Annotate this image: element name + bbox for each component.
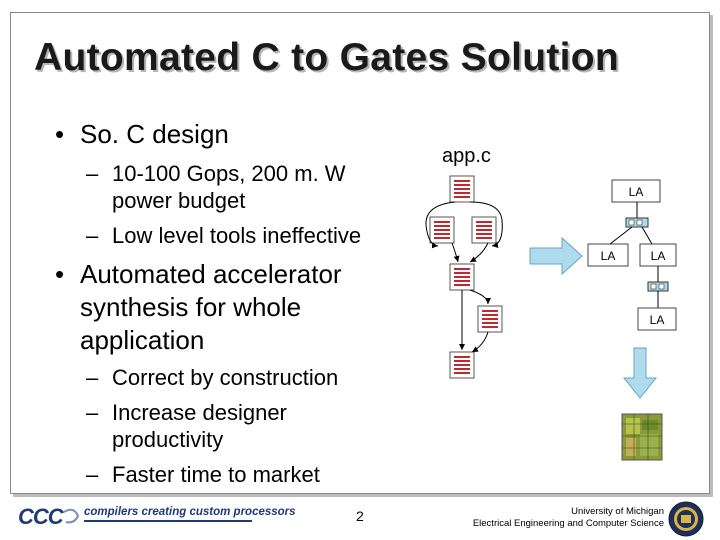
code-block-branch — [477, 305, 503, 333]
dash-marker: – — [86, 462, 99, 487]
sub-bullet-correct: – Correct by construction — [86, 364, 412, 391]
la-label-left: LA — [601, 249, 616, 263]
page-number: 2 — [356, 508, 364, 524]
bullet-marker: • — [55, 119, 65, 149]
ccc-logo-swirl-icon — [63, 508, 80, 524]
university-seal-icon — [668, 501, 704, 537]
ccc-logo: CCC — [18, 504, 64, 529]
dash-marker: – — [86, 365, 99, 390]
sub-bullet-text: 10-100 Gops, 200 m. W power budget — [112, 161, 346, 213]
sub-bullet-productivity: – Increase designer productivity — [86, 399, 332, 453]
logo-underline — [84, 520, 252, 522]
department-name: Electrical Engineering and Computer Scie… — [472, 518, 664, 529]
transform-arrow — [529, 236, 583, 276]
slide-title: Automated C to Gates Solution — [34, 36, 620, 79]
bullet-soc-design: • So. C design — [55, 118, 229, 151]
dash-marker: – — [86, 161, 99, 186]
sub-bullet-text: Faster time to market — [112, 462, 320, 487]
control-flow-edges — [425, 201, 503, 353]
sub-bullet-text: Low level tools ineffective — [112, 223, 362, 248]
university-credit: University of Michigan Electrical Engine… — [470, 506, 664, 530]
sub-bullet-text: Correct by construction — [112, 365, 339, 390]
sub-bullet-time-to-market: – Faster time to market — [86, 461, 412, 488]
bullet-text: Automated accelerator synthesis for whol… — [80, 259, 342, 355]
code-block-loop-right — [471, 216, 497, 244]
sub-bullet-text: Increase designer productivity — [112, 400, 287, 452]
synthesis-down-arrow — [622, 347, 658, 399]
sub-bullet-low-level-tools: – Low level tools ineffective — [86, 222, 402, 249]
bullet-text: So. C design — [80, 119, 229, 149]
code-block-end — [449, 351, 475, 379]
la-label-top: LA — [629, 185, 644, 199]
code-block-loop-left — [429, 216, 455, 244]
la-label-bottom: LA — [650, 313, 665, 327]
source-file-label: app.c — [442, 145, 491, 167]
la-label-right: LA — [651, 249, 666, 263]
chip-die-image — [621, 413, 663, 461]
code-block-main — [449, 175, 475, 203]
sub-bullet-power-budget: – 10-100 Gops, 200 m. W power budget — [86, 160, 382, 214]
bullet-automated-synthesis: • Automated accelerator synthesis for wh… — [55, 258, 380, 357]
la-hardware-graph: LA LA LA LA — [587, 179, 677, 331]
dash-marker: – — [86, 223, 99, 248]
dash-marker: – — [86, 400, 99, 425]
logo-tagline: compilers creating custom processors — [84, 506, 296, 518]
university-name: University of Michigan — [571, 506, 664, 517]
code-block-middle — [449, 263, 475, 291]
bullet-marker: • — [55, 259, 65, 289]
